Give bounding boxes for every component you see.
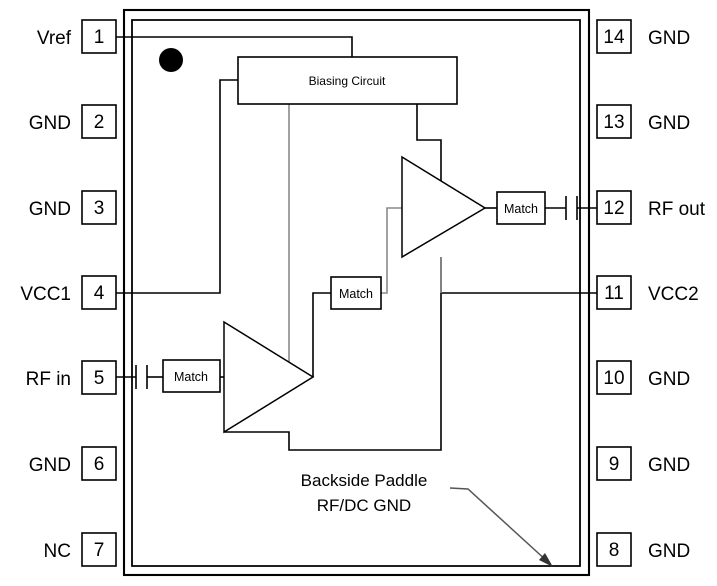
pin-box[interactable] — [596, 275, 632, 310]
pin-number: 3 — [94, 198, 105, 219]
pin-right-10[interactable]: 10 GND — [596, 360, 690, 395]
match-input-block: Match — [162, 359, 221, 393]
pin-box[interactable] — [596, 104, 632, 139]
match-input-label: Match — [174, 370, 208, 384]
biasing-circuit-block: Biasing Circuit — [237, 56, 458, 105]
wire-amp1-to-match-mid — [312, 292, 331, 377]
pin-box[interactable] — [596, 19, 632, 54]
backside-paddle-line1: Backside Paddle — [301, 471, 428, 490]
amplifier-stage2-icon — [401, 155, 487, 259]
biasing-circuit-box — [237, 56, 458, 105]
pin-left-4[interactable]: 4 VCC1 — [20, 275, 117, 310]
pin-box[interactable] — [81, 190, 117, 225]
pin-left-1[interactable]: 1 Vref — [37, 19, 117, 54]
pin-label: RF out — [648, 199, 706, 220]
backside-paddle-note: Backside Paddle RF/DC GND — [301, 471, 553, 567]
pin-number: 14 — [603, 27, 625, 48]
pin-label: GND — [29, 199, 71, 220]
match-input-box — [162, 359, 221, 393]
pin-number: 10 — [603, 368, 624, 389]
pin-box[interactable] — [596, 360, 632, 395]
pin-box[interactable] — [596, 446, 632, 481]
pin-box[interactable] — [81, 275, 117, 310]
pin-box[interactable] — [81, 532, 117, 567]
pin-right-12[interactable]: 12 RF out — [596, 190, 706, 225]
pin-number: 9 — [609, 454, 620, 475]
backside-paddle-leader-line — [449, 487, 549, 563]
wire-vcc2-down-to-bottom-rail — [224, 257, 442, 451]
pin-number: 5 — [94, 368, 105, 389]
wire-pin4-to-bias — [116, 79, 238, 294]
pin-number: 4 — [94, 283, 105, 304]
pin-label: GND — [648, 369, 690, 390]
pin-number: 7 — [94, 540, 105, 561]
wire-match-mid-to-amp2 — [381, 207, 402, 294]
pin-number: 11 — [604, 283, 624, 304]
pin-label: GND — [648, 28, 690, 49]
pin-label: GND — [648, 113, 690, 134]
pin-label: GND — [29, 113, 71, 134]
pin-label: VCC2 — [648, 284, 699, 305]
pin-label: RF in — [26, 369, 71, 390]
pin-right-9[interactable]: 9 GND — [596, 446, 690, 481]
match-output-box — [496, 191, 546, 225]
pin-label: NC — [44, 541, 71, 562]
pin-label: GND — [648, 455, 690, 476]
wire-pin1-to-bias — [116, 36, 353, 57]
match-interstage-label: Match — [339, 287, 373, 301]
pin1-marker-dot — [159, 48, 183, 72]
match-interstage-block: Match — [330, 276, 382, 310]
chip-die-boundary — [131, 19, 581, 567]
pin-label: VCC1 — [20, 284, 71, 305]
pin-right-8[interactable]: 8 GND — [596, 532, 690, 567]
pin-number: 1 — [94, 27, 105, 48]
pin-box[interactable] — [81, 19, 117, 54]
pin-right-11[interactable]: 11 VCC2 — [596, 275, 699, 310]
pin-left-5[interactable]: 5 RF in — [26, 360, 117, 395]
match-output-label: Match — [504, 202, 538, 216]
pin-number: 13 — [603, 112, 624, 133]
pin-left-2[interactable]: 2 GND — [29, 104, 117, 139]
pin-right-14[interactable]: 14 GND — [596, 19, 690, 54]
pin-left-6[interactable]: 6 GND — [29, 446, 117, 481]
wire-bias-to-amp2 — [416, 104, 442, 208]
pin-left-7[interactable]: 7 NC — [44, 532, 117, 567]
pin-label: GND — [648, 541, 690, 562]
backside-paddle-arrow-head — [539, 553, 553, 567]
match-output-block: Match — [496, 191, 546, 225]
pin-label: GND — [29, 455, 71, 476]
biasing-circuit-label: Biasing Circuit — [309, 74, 386, 88]
pin-group-right: 14 GND 13 GND 12 RF out 11 VCC2 10 G — [596, 19, 706, 567]
pin-box[interactable] — [81, 104, 117, 139]
pin-box[interactable] — [596, 532, 632, 567]
pin-number: 6 — [94, 454, 105, 475]
match-interstage-box — [330, 276, 382, 310]
pin-group-left: 1 Vref 2 GND 3 GND 4 VCC1 5 RF in — [20, 19, 117, 567]
pin-number: 2 — [94, 112, 105, 133]
pin-number: 12 — [603, 198, 624, 219]
pin-number: 8 — [609, 540, 620, 561]
pin-box[interactable] — [81, 446, 117, 481]
pin-label: Vref — [37, 28, 72, 49]
pin-left-3[interactable]: 3 GND — [29, 190, 117, 225]
backside-paddle-line2: RF/DC GND — [317, 496, 411, 515]
pin-right-13[interactable]: 13 GND — [596, 104, 690, 139]
amplifier-stage1-icon — [223, 320, 315, 434]
